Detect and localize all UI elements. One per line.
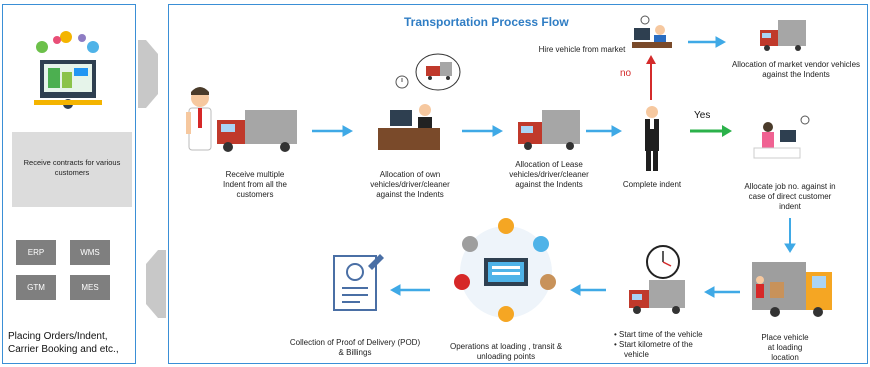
system-erp: ERP	[16, 240, 56, 265]
lease-line-2: vehicles/driver/cleaner	[509, 170, 589, 179]
ops-line-1: Operations at loading , transit &	[449, 342, 563, 351]
hire-vehicle-icon	[632, 15, 672, 48]
own-line-2: vehicles/driver/cleaner	[370, 180, 450, 189]
place-line-2: at loading	[767, 343, 803, 352]
chevron-right-icon	[146, 40, 158, 108]
chevron-left-icon	[146, 250, 158, 318]
no-arrow	[646, 55, 656, 100]
lease-line-3: against the Indents	[515, 180, 583, 189]
step-operations-label: Operations at loading , transit & unload…	[436, 342, 576, 362]
step-start-label: • Start time of the vehicle • Start kilo…	[614, 330, 703, 360]
process-flow-panel	[168, 4, 868, 364]
market-vendor-truck-icon	[760, 20, 806, 51]
yes-label: Yes	[694, 110, 711, 121]
place-line-3: location	[771, 353, 799, 362]
ops-line-2: unloading points	[476, 352, 536, 361]
pod-line-2: & Billings	[338, 348, 372, 357]
pod-document-icon	[333, 254, 384, 311]
contracts-illustration-icon	[34, 31, 102, 109]
man-with-truck-icon	[186, 87, 297, 152]
clock-truck-icon	[629, 245, 685, 314]
businessman-icon	[645, 106, 659, 171]
lease-line-1: Allocation of Lease	[515, 160, 583, 169]
yes-arrow	[690, 125, 732, 137]
receive-line-1: Receive multiple	[225, 170, 285, 179]
place-line-1: Place vehicle	[761, 333, 809, 342]
own-line-3: against the Indents	[376, 190, 444, 199]
lease-truck-icon	[518, 110, 580, 150]
system-wms: WMS	[70, 240, 110, 265]
pod-line-1: Collection of Proof of Delivery (POD)	[289, 338, 421, 347]
no-label: no	[620, 68, 632, 79]
start-km-item: • Start kilometre of the	[614, 340, 693, 349]
step-receive-label: Receive multiple Indent from all the cus…	[205, 170, 305, 200]
diagram-title: Transportation Process Flow	[404, 15, 569, 29]
placing-line-2: Carrier Booking and etc.,	[8, 344, 119, 355]
contracts-label: Receive contracts for various customers	[23, 158, 121, 177]
step-own-allocation-label: Allocation of own vehicles/driver/cleane…	[355, 170, 465, 200]
step-lease-allocation-label: Allocation of Lease vehicles/driver/clea…	[494, 160, 604, 190]
system-gtm: GTM	[16, 275, 56, 300]
start-km-text-2: vehicle	[624, 350, 649, 359]
jobno-line-3: indent	[779, 202, 801, 211]
placing-orders-label: Placing Orders/Indent, Carrier Booking a…	[8, 330, 119, 356]
step-market-allocation-label: Allocation of market vendor vehicles aga…	[722, 60, 870, 80]
operations-hub-icon	[454, 218, 556, 322]
step-place-vehicle-label: Place vehicle at loading location	[740, 333, 830, 363]
step-complete-label: Complete indent	[622, 180, 682, 189]
step-hire-label: Hire vehicle from market	[538, 45, 626, 54]
jobno-line-1: Allocate job no. against in	[744, 182, 836, 191]
office-allocation-icon	[378, 53, 461, 150]
own-line-1: Allocation of own	[379, 170, 441, 179]
receive-line-2: Indent from all the	[222, 180, 288, 189]
loading-truck-icon	[752, 262, 832, 317]
market-line-2: against the Indents	[762, 70, 830, 79]
flow-arrows	[312, 36, 796, 298]
start-time-item: • Start time of the vehicle	[614, 330, 703, 339]
step-job-allocation-label: Allocate job no. against in case of dire…	[730, 182, 850, 212]
placing-line-1: Placing Orders/Indent,	[8, 331, 108, 342]
receive-line-3: customers	[236, 190, 274, 199]
jobno-line-2: case of direct customer	[748, 192, 832, 201]
contracts-box: Receive contracts for various customers	[12, 132, 132, 207]
start-km-text: Start kilometre of the	[619, 340, 693, 349]
step-pod-label: Collection of Proof of Delivery (POD) & …	[280, 338, 430, 358]
job-allocation-icon	[753, 115, 810, 159]
start-time-text: Start time of the vehicle	[619, 330, 703, 339]
system-mes: MES	[70, 275, 110, 300]
market-line-1: Allocation of market vendor vehicles	[731, 60, 861, 69]
